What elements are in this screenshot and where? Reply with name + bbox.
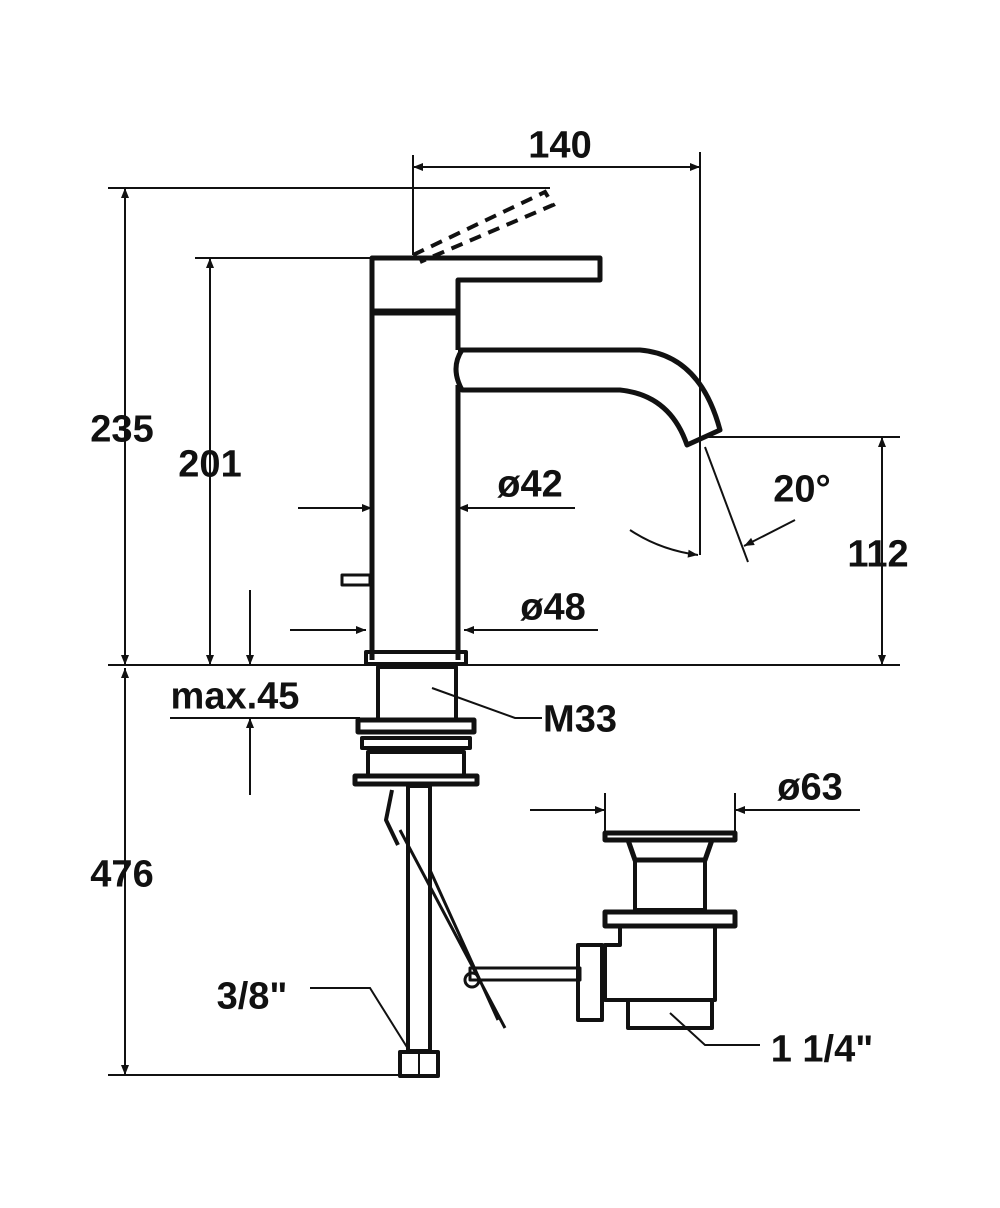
- dimension-max-45: [170, 590, 360, 795]
- label-outlet-1-1-4: 1 1/4": [770, 1028, 874, 1071]
- label-201: 201: [178, 443, 242, 486]
- label-angle-20: 20°: [773, 468, 831, 511]
- label-diameter-48: ø48: [520, 586, 586, 629]
- supply-hose: [384, 784, 440, 1078]
- dimension-140: [412, 152, 701, 555]
- label-235: 235: [90, 408, 154, 451]
- label-diameter-63: ø63: [777, 766, 843, 809]
- label-diameter-42: ø42: [497, 463, 563, 506]
- dimension-112: [700, 436, 900, 665]
- label-max-45: max.45: [170, 675, 300, 718]
- dimension-476: [108, 668, 410, 1076]
- dimension-235: [108, 187, 550, 665]
- pop-up-rods: [398, 829, 604, 1029]
- label-140: 140: [528, 124, 592, 167]
- dimension-diameter-63: [530, 793, 860, 833]
- faucet-body: [340, 189, 723, 666]
- leaders: [310, 687, 760, 1053]
- dimension-angle-20: [629, 446, 796, 563]
- label-112: 112: [847, 533, 909, 576]
- waste-fitting: [602, 830, 738, 1030]
- label-hose-3-8: 3/8": [216, 975, 288, 1018]
- dimension-201: [195, 257, 372, 665]
- mounting-shank-and-nut: [352, 665, 480, 787]
- label-476: 476: [90, 853, 154, 896]
- label-m33: M33: [543, 698, 617, 741]
